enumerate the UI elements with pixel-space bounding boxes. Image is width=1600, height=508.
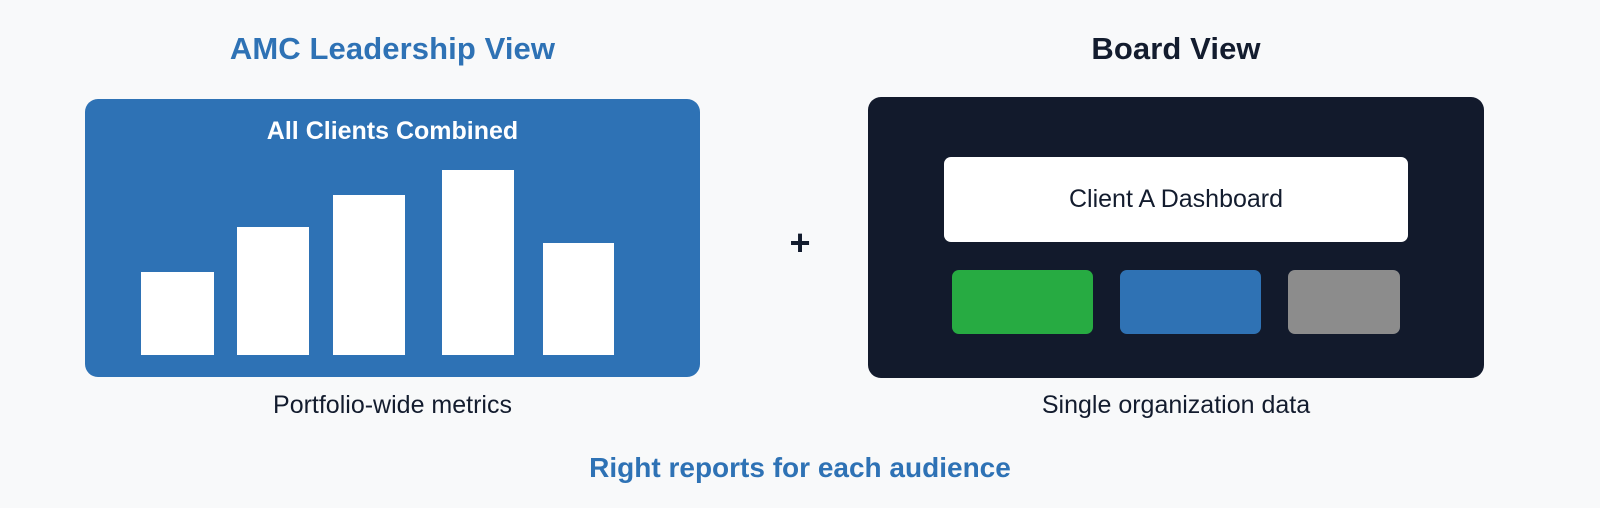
footer-summary-text: Right reports for each audience [589, 452, 1011, 483]
chart-bar [237, 227, 309, 355]
right-panel-heading: Board View [1091, 31, 1261, 66]
metric-tile-green [952, 270, 1093, 334]
chart-bar [141, 272, 214, 355]
chart-bar [333, 195, 405, 355]
right-panel-caption: Single organization data [1041, 391, 1311, 419]
metric-tile-blue [1120, 270, 1261, 334]
amc-leadership-card: All Clients Combined [85, 99, 700, 377]
left-panel-heading: AMC Leadership View [229, 31, 556, 66]
left-panel-caption: Portfolio-wide metrics [273, 391, 512, 419]
left-card-title: All Clients Combined [266, 117, 519, 145]
plus-sign-icon: + [789, 222, 811, 263]
chart-bar [442, 170, 514, 355]
client-dashboard-label: Client A Dashboard [1068, 185, 1284, 213]
portfolio-bar-chart [85, 99, 700, 377]
metric-tile-gray [1288, 270, 1400, 334]
board-view-card: Client A Dashboard [868, 97, 1484, 378]
client-dashboard-bar: Client A Dashboard [944, 157, 1408, 242]
chart-bar [543, 243, 614, 355]
